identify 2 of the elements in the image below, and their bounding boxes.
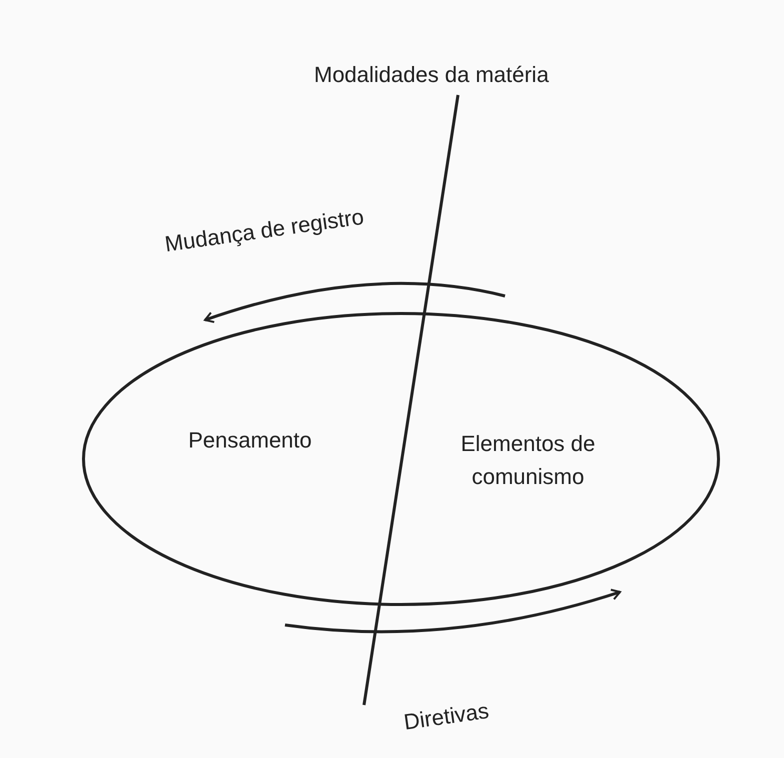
node-label: Elementos de comunismo: [460, 430, 596, 491]
node-label: Pensamento: [187, 426, 313, 454]
